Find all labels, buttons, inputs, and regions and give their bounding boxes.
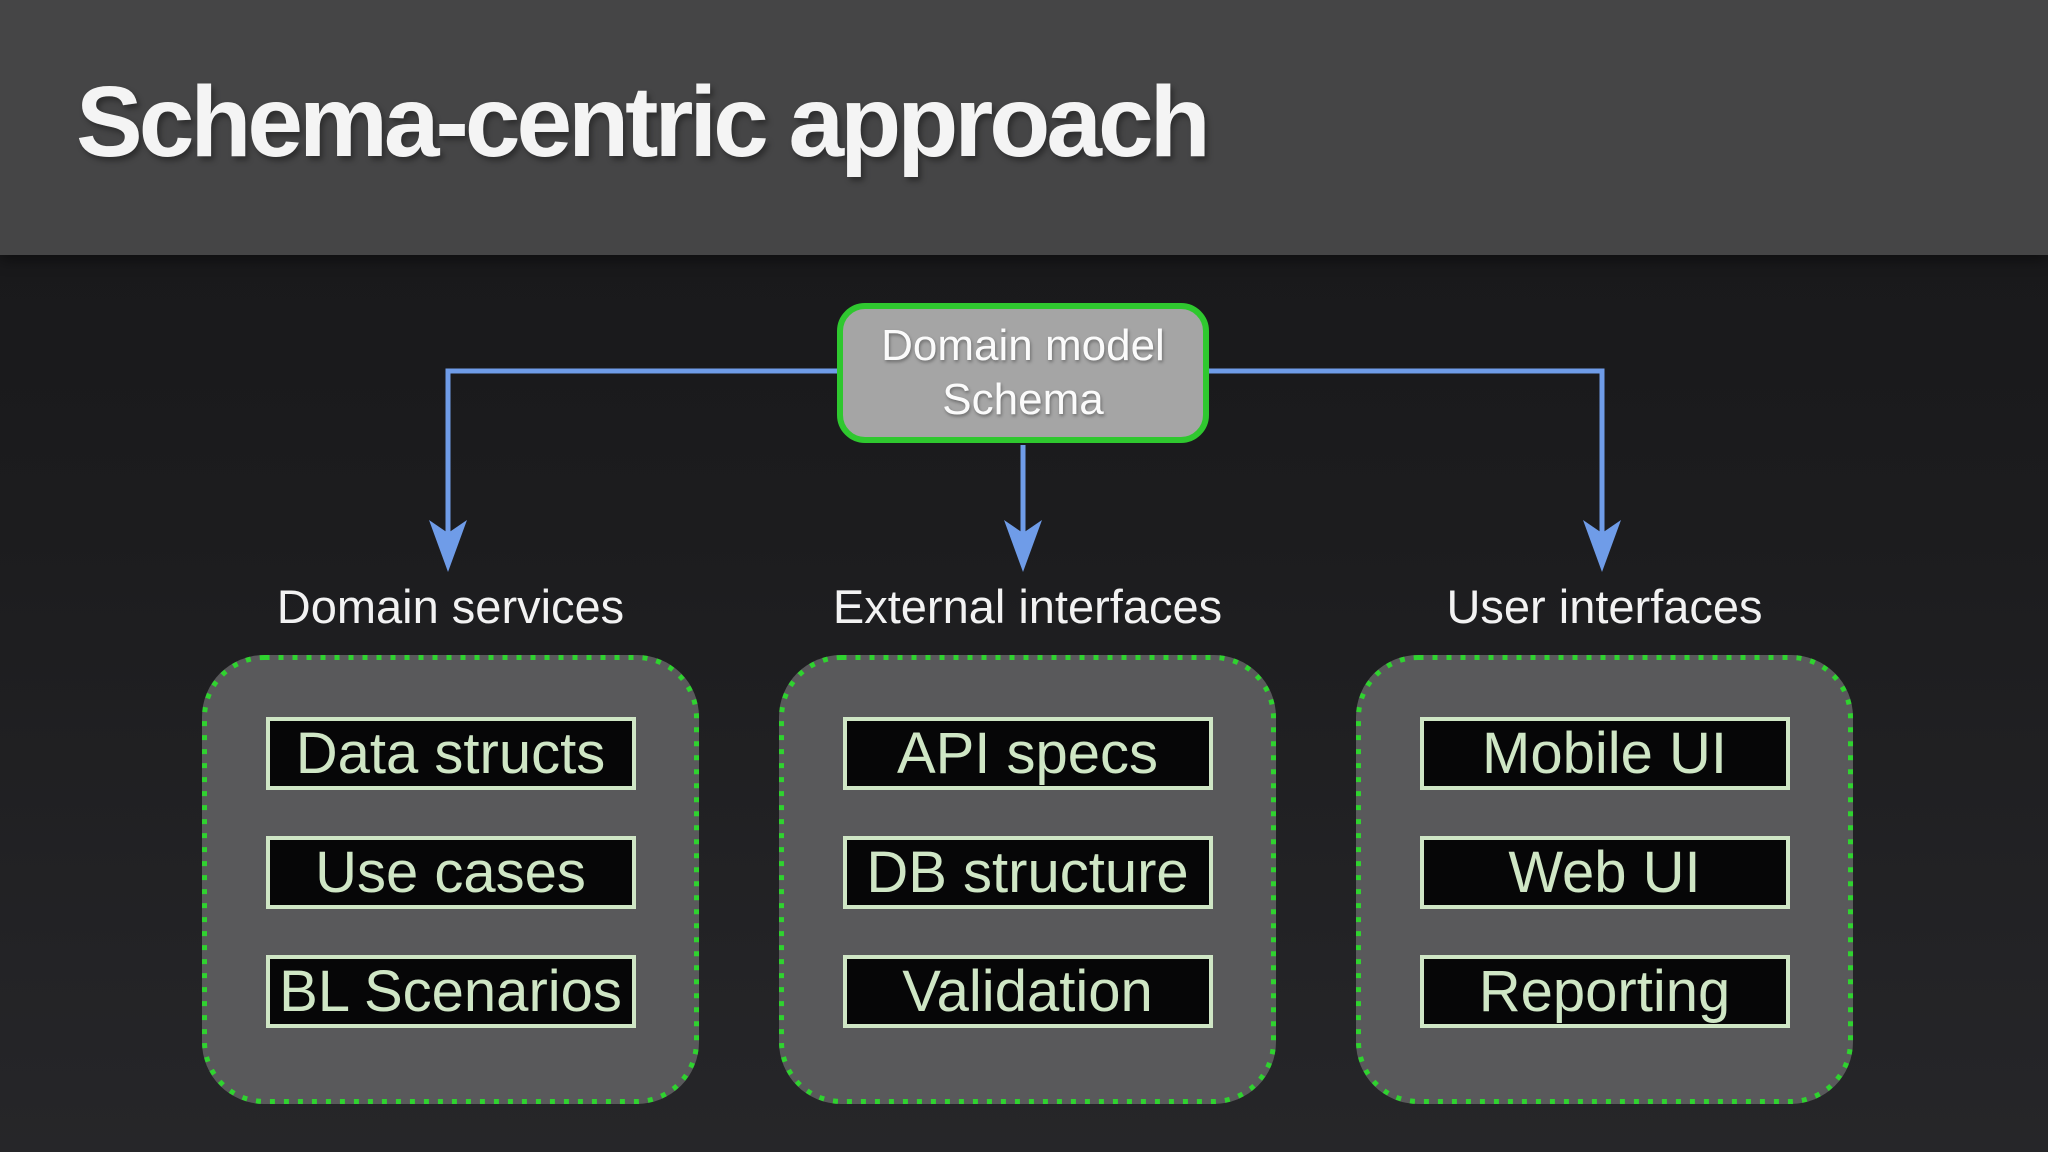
- item-db-structure: DB structure: [842, 836, 1213, 909]
- root-node-label-line2: Schema: [942, 375, 1104, 424]
- group-external-interfaces: API specs DB structure Validation: [779, 655, 1276, 1104]
- connector-left: [445, 368, 843, 538]
- item-use-cases: Use cases: [265, 836, 636, 909]
- item-api-specs: API specs: [842, 717, 1213, 790]
- item-mobile-ui: Mobile UI: [1419, 717, 1790, 790]
- slide-title: Schema-centric approach: [76, 66, 1211, 178]
- item-data-structs: Data structs: [265, 717, 636, 790]
- item-bl-scenarios: BL Scenarios: [265, 955, 636, 1028]
- group-domain-services: Data structs Use cases BL Scenarios: [202, 655, 699, 1104]
- group-user-interfaces: Mobile UI Web UI Reporting: [1356, 655, 1853, 1104]
- arrowhead-right-icon: [1583, 520, 1621, 572]
- connector-right: [1203, 368, 1605, 538]
- group-label-external-interfaces: External interfaces: [832, 580, 1223, 633]
- item-reporting: Reporting: [1419, 955, 1790, 1028]
- item-web-ui: Web UI: [1419, 836, 1790, 909]
- arrowhead-center-icon: [1004, 520, 1042, 572]
- domain-model-schema-node: Domain model Schema: [837, 303, 1209, 443]
- header-band: Schema-centric approach: [0, 0, 2048, 255]
- root-node-label-line1: Domain model: [881, 321, 1165, 370]
- group-label-domain-services: Domain services: [276, 580, 625, 633]
- arrowhead-left-icon: [429, 520, 467, 572]
- group-label-user-interfaces: User interfaces: [1446, 580, 1763, 633]
- item-validation: Validation: [842, 955, 1213, 1028]
